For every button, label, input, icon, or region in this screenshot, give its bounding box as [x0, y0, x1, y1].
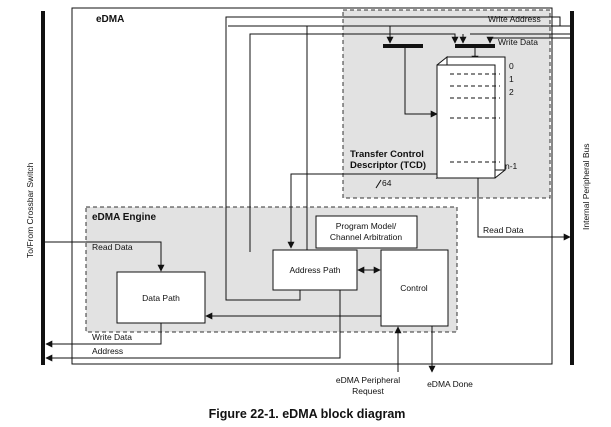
write-address-label: Write Address [488, 14, 541, 24]
edma-done-label: eDMA Done [427, 379, 473, 389]
figure-caption: Figure 22-1. eDMA block diagram [209, 407, 406, 421]
tcd-read-data-line [477, 178, 571, 241]
tcd-row-label-0: 0 [509, 61, 514, 71]
write-data-left-line [45, 323, 162, 348]
right-bus-label: Internal Peripheral Bus [581, 144, 591, 230]
read-data-left-label: Read Data [92, 242, 133, 252]
tcd-label-line2: Descriptor (TCD) [350, 160, 426, 171]
data-path-label: Data Path [142, 293, 180, 303]
program-model-line1: Program Model/ [336, 221, 397, 231]
address-left-label: Address [92, 346, 123, 356]
program-model-box [315, 215, 418, 249]
tcd-label-line1: Transfer Control [350, 149, 424, 160]
mux-bar-2 [455, 44, 495, 48]
peripheral-request-line2: Request [352, 386, 384, 396]
read-data-left-line [45, 241, 165, 272]
right-bus-bar [570, 11, 574, 365]
tcd-row-label-n1: n-1 [505, 161, 518, 171]
mux1-to-tcd [404, 48, 438, 118]
program-model-line2: Channel Arbitration [330, 232, 403, 242]
bus-width-slash [375, 179, 382, 189]
read-data-right-label: Read Data [483, 225, 524, 235]
address-loop-line [225, 16, 561, 301]
address-path-label: Address Path [289, 265, 340, 275]
data-path-box [116, 271, 206, 324]
edma-title: eDMA [96, 14, 124, 25]
control-label: Control [400, 283, 428, 293]
tcd-row-label-2: 2 [509, 87, 514, 97]
left-bus-label: To/From Crossbar Switch [25, 162, 35, 258]
control-loop-line [249, 33, 459, 252]
bus-width-label: 64 [382, 178, 392, 188]
tcd-row-label-1: 1 [509, 74, 514, 84]
engine-title: eDMA Engine [92, 212, 157, 223]
control-box [380, 249, 449, 327]
write-data-left-label: Write Data [92, 332, 132, 342]
write-data-top-label: Write Data [498, 37, 538, 47]
peripheral-request-line1: eDMA Peripheral [336, 375, 400, 385]
tcd-to-address-path [287, 173, 437, 249]
address-left-line [45, 290, 341, 362]
mux-bar-1 [383, 44, 423, 48]
address-path-box [272, 249, 358, 291]
tcd-stack-front [436, 64, 496, 179]
left-bus-bar [41, 11, 45, 365]
